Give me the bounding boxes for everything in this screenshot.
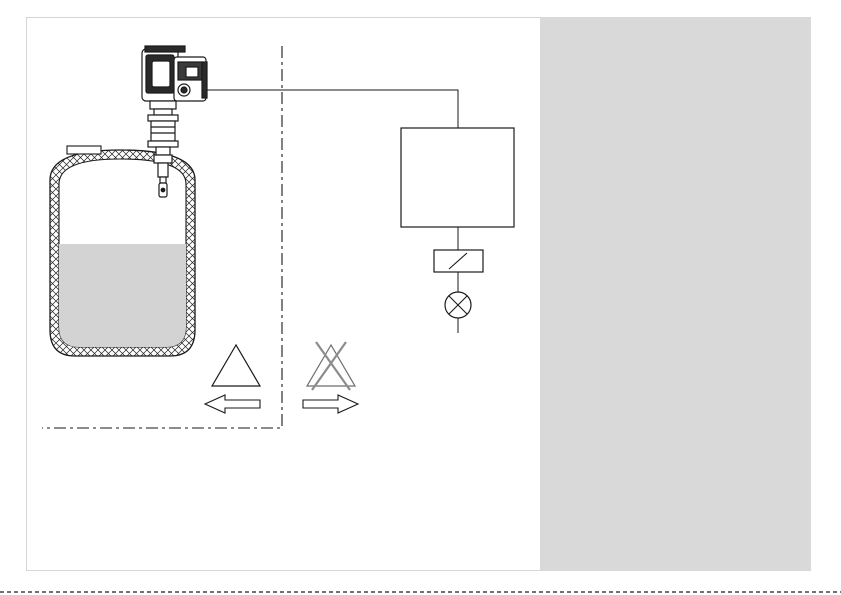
- signal-lamp-icon: [445, 292, 471, 318]
- bottom-rule: [0, 590, 841, 594]
- tank-liquid: [59, 244, 186, 347]
- tank-manhole: [67, 146, 101, 154]
- signal-cable: [206, 90, 458, 128]
- arrow-right-icon: [303, 395, 358, 413]
- crossed-warning-triangle-icon: [307, 342, 355, 390]
- control-unit-box-icon: [401, 128, 514, 227]
- warning-triangle-icon: [212, 345, 260, 386]
- arrow-left-icon: [205, 395, 260, 413]
- relay-icon: [434, 250, 483, 272]
- tank: [50, 146, 195, 356]
